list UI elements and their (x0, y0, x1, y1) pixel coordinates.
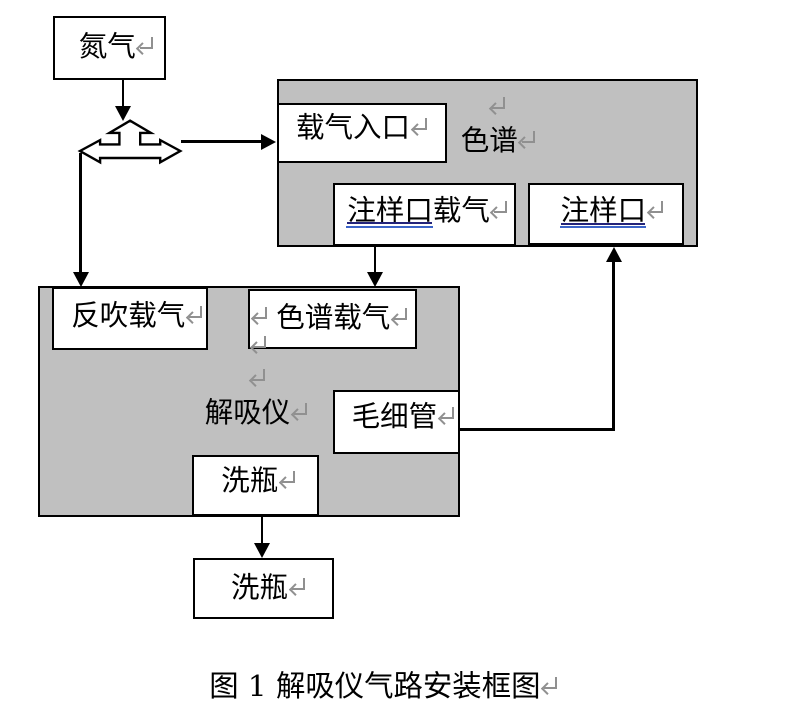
backflush-carrier-box (52, 286, 208, 350)
carrier-gas-inlet-label: 载气入口 (296, 113, 428, 143)
paragraph-mark-icon (249, 336, 267, 354)
connector-capillary-vertical (612, 262, 615, 431)
carrier-gas-inlet-box (277, 102, 447, 163)
paragraph-mark-icon (290, 402, 308, 421)
paragraph-mark-icon (391, 307, 408, 325)
wash-bottle-outer-box (192, 558, 334, 619)
wash-bottle-inner-label: 洗瓶 (221, 466, 296, 496)
paragraph-mark-icon (288, 577, 306, 595)
figure-caption: 图 1 解吸仪气路安装框图 (209, 671, 558, 701)
paragraph-mark-icon (250, 307, 268, 325)
paragraph-mark-icon (410, 118, 428, 136)
arrowhead-down-chromocarrier (367, 271, 383, 287)
connector-splitter-to-backflush (79, 153, 82, 273)
chromatograph-label: 色谱 (461, 126, 536, 156)
paragraph-mark-icon (518, 131, 536, 149)
paragraph-mark-icon (490, 200, 508, 218)
injection-port-carrier-label: 注样口载气 (347, 196, 508, 226)
connector-splitter-to-inlet (180, 140, 262, 143)
connector-nitrogen-to-splitter (121, 80, 125, 106)
wash-bottle-outer-label: 洗瓶 (231, 573, 306, 603)
splitter-three-way-arrow (77, 119, 183, 165)
nitrogen-label: 氮气 (79, 32, 154, 62)
capillary-label: 毛细管 (352, 402, 456, 432)
paragraph-mark-icon (541, 676, 558, 694)
arrowhead-down-splitter (114, 105, 131, 121)
arrowhead-down-backflush (72, 271, 89, 287)
connector-injcarrier-to-chromocarrier (373, 247, 377, 272)
chromatograph-carrier-box (248, 289, 417, 349)
paragraph-mark-icon (248, 368, 266, 386)
paragraph-mark-icon (186, 305, 203, 323)
wash-bottle-inner-box (192, 455, 319, 516)
backflush-carrier-label: 反吹载气 (71, 301, 203, 331)
paragraph-mark-icon (278, 471, 296, 489)
chromatograph-carrier-label: 色谱载气 (276, 303, 408, 333)
paragraph-mark-icon (136, 37, 154, 55)
arrowhead-up-injection-port (605, 247, 622, 262)
paragraph-mark-icon (437, 407, 455, 425)
injection-port-label: 注样口 (561, 196, 665, 226)
connector-capillary-horizontal (459, 428, 615, 431)
arrowhead-right-inlet (261, 133, 276, 150)
desorber-label: 解吸仪 (205, 398, 309, 428)
paragraph-mark-icon (646, 200, 664, 219)
arrowhead-down-washbottle (254, 543, 270, 558)
paragraph-mark-icon (488, 97, 506, 115)
connector-washbottle (260, 517, 264, 543)
capillary-box (332, 390, 460, 454)
